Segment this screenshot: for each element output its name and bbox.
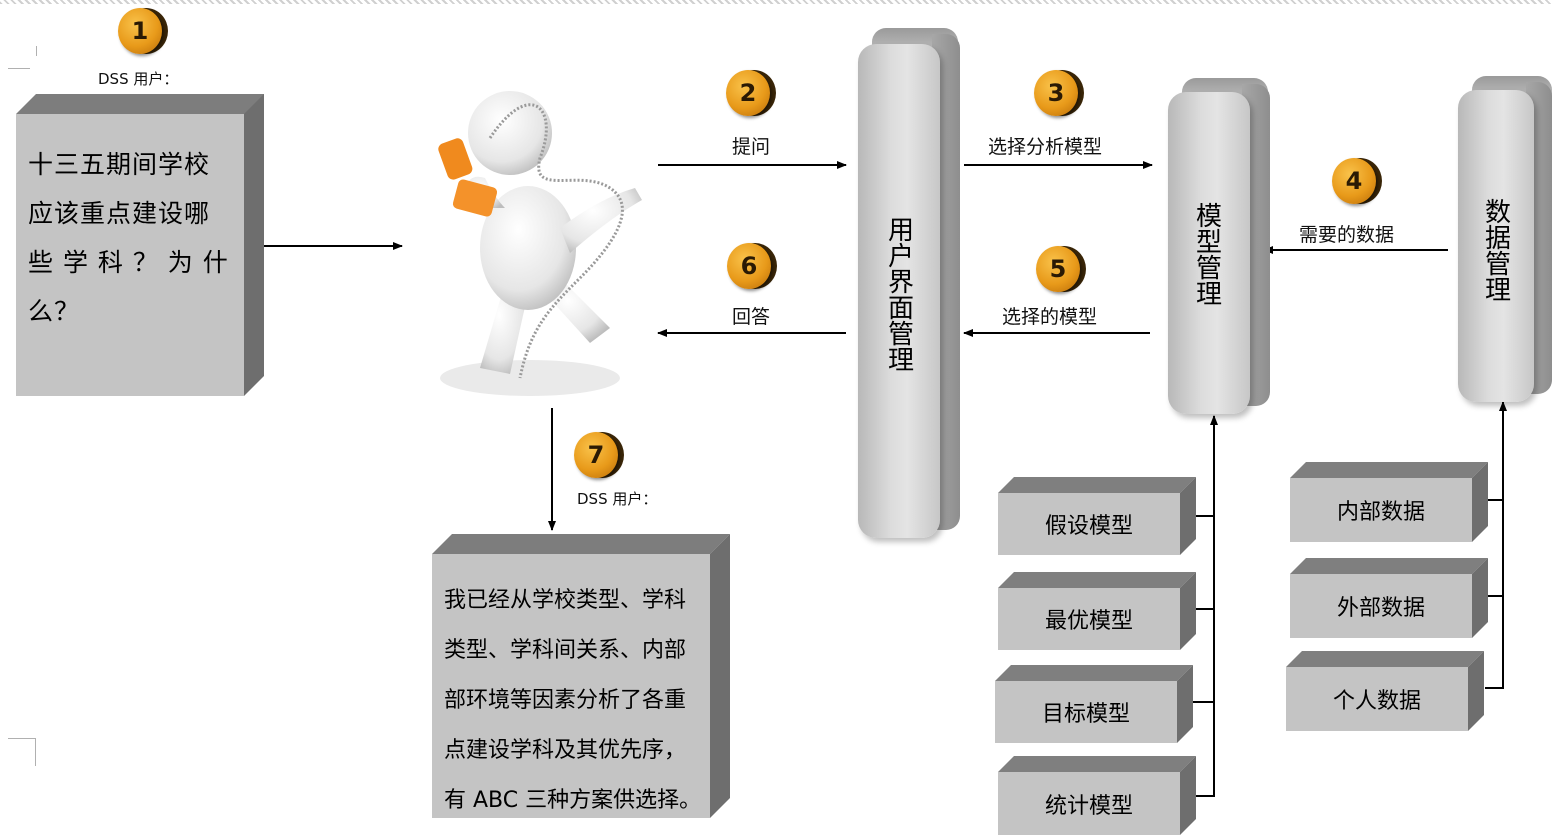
dss-user-label-bottom: DSS 用户： [577,490,658,508]
answer-line: 部环境等因素分析了各重 [444,688,687,713]
step-badge-3: 3 [1034,70,1084,120]
answer-line: 点建设学科及其优先序， [444,738,687,763]
step-badge-7: 7 [574,432,624,482]
model-box-hypothesis: 假设模型 [998,477,1196,555]
top-dashed-border [0,0,1552,4]
needed-data-label: 需要的数据 [1299,224,1395,246]
model-bracket [1196,515,1215,797]
chosen-model-label: 选择的模型 [1002,306,1098,328]
step-badge-6: 6 [727,243,777,293]
answer-label: 回答 [732,306,771,328]
ask-label: 提问 [732,136,771,158]
dss-user-label-top: DSS 用户： [98,70,179,88]
corner-mark-top [8,46,37,70]
question-box: 十三五期间学校 应该重点建设哪 些 学 科 ？ 为 什 么？ [16,94,264,396]
question-line: 些 学 科 ？ 为 什 [28,248,229,277]
model-management-pillar: 模型管理 [1168,78,1270,414]
question-line: 应该重点建设哪 [28,199,211,228]
model-box-goal: 目标模型 [995,665,1193,743]
corner-mark-bottom [8,738,36,768]
data-bracket [1485,499,1504,689]
step-badge-1: 1 [118,8,168,58]
person-on-phone-figure [438,91,642,396]
question-line: 么？ [28,297,81,326]
step-badge-5: 5 [1036,246,1086,296]
data-box-external: 外部数据 [1290,558,1488,638]
step-badge-4: 4 [1332,158,1382,208]
answer-line: 类型、学科间关系、内部 [444,638,687,663]
answer-box: 我已经从学校类型、学科 类型、学科间关系、内部 部环境等因素分析了各重 点建设学… [432,534,730,818]
step-badge-2: 2 [726,70,776,120]
question-line: 十三五期间学校 [28,150,211,179]
model-box-optimal: 最优模型 [998,572,1196,650]
ui-management-label: 用户界面管理 [883,216,914,372]
answer-line: 我已经从学校类型、学科 [444,588,687,613]
data-management-label: 数据管理 [1480,198,1511,302]
choose-model-label: 选择分析模型 [988,136,1103,158]
data-box-personal: 个人数据 [1286,651,1484,731]
data-management-pillar: 数据管理 [1458,76,1552,402]
model-management-label: 模型管理 [1191,202,1222,306]
data-box-internal: 内部数据 [1290,462,1488,542]
answer-line: 有 ABC 三种方案供选择。 [444,788,702,813]
ui-management-pillar: 用户界面管理 [858,28,960,538]
model-box-statistics: 统计模型 [998,756,1196,835]
